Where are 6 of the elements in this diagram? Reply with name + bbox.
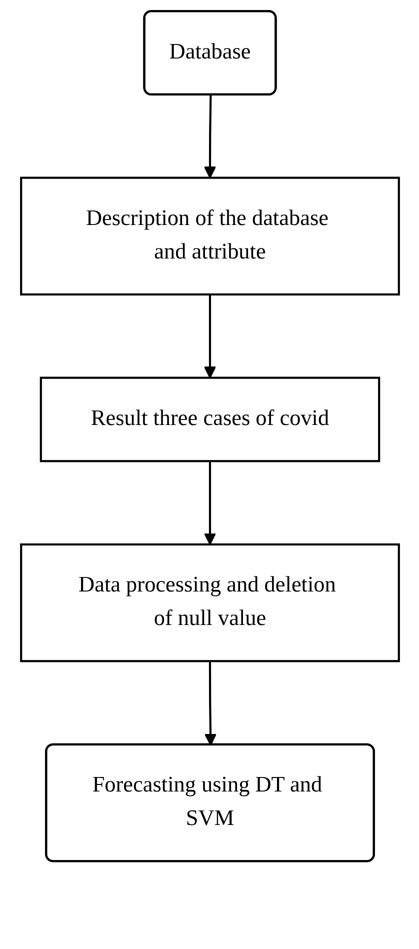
arrow	[203, 294, 216, 378]
node-box: Data processing and deletion of null value	[20, 543, 400, 662]
arrow	[203, 461, 216, 545]
arrow	[203, 95, 216, 178]
node-box: Result three cases of covid	[39, 376, 380, 462]
node-box: Description of the database and attribute	[20, 176, 400, 296]
